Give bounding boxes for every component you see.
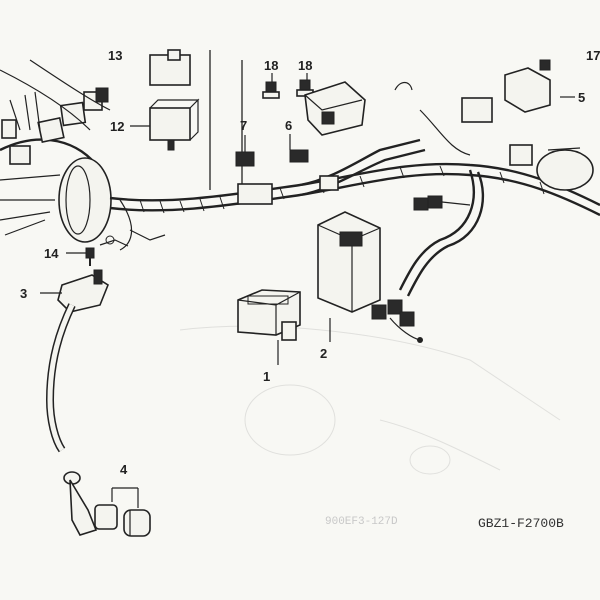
connector-housing-1 xyxy=(237,289,301,341)
callout-18-left: 18 xyxy=(264,58,278,73)
callout-13: 13 xyxy=(108,48,122,63)
callout-6: 6 xyxy=(285,118,292,133)
callout-14: 14 xyxy=(44,246,59,261)
callout-17: 17 xyxy=(586,48,600,63)
main-harness xyxy=(109,138,600,297)
connector-6 xyxy=(289,149,309,163)
leader-lines xyxy=(40,73,575,508)
ghost-code: 900EF3-127D xyxy=(325,516,398,528)
callout-5: 5 xyxy=(578,90,585,105)
fuse-box xyxy=(304,81,366,136)
bolt-14 xyxy=(85,235,129,266)
callout-1: 1 xyxy=(263,369,270,384)
control-unit-2 xyxy=(317,211,381,313)
upper-right-components xyxy=(394,81,594,191)
callout-7: 7 xyxy=(240,118,247,133)
callout-2: 2 xyxy=(320,346,327,361)
harness-grommet xyxy=(58,157,112,243)
connector-7 xyxy=(235,151,255,167)
fuse-18-left xyxy=(262,81,280,99)
callout-3: 3 xyxy=(20,286,27,301)
callout-4: 4 xyxy=(120,462,128,477)
figure-code: GBZ1-F2700B xyxy=(478,516,564,531)
left-connector-cluster xyxy=(0,59,111,236)
small-connector xyxy=(95,87,109,103)
mid-right-connectors xyxy=(371,195,471,343)
background-ghost-shapes xyxy=(179,325,561,475)
relay-12 xyxy=(149,98,200,151)
spark-plug-caps-4 xyxy=(63,471,151,537)
part-13 xyxy=(149,49,191,86)
relay-5 xyxy=(504,59,551,113)
harness-band xyxy=(237,183,273,205)
callout-12: 12 xyxy=(110,119,124,134)
harness-connector xyxy=(319,175,339,191)
ignition-switch-3 xyxy=(45,269,109,453)
callout-18-right: 18 xyxy=(298,58,312,73)
